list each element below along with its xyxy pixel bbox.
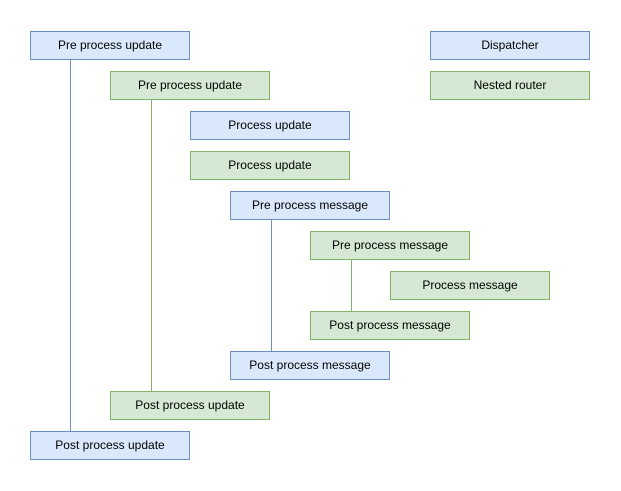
node-post-process-update-router[interactable]: Post process update (110, 391, 270, 420)
node-label: Post process update (135, 398, 245, 413)
node-label: Process update (228, 118, 312, 133)
node-label: Process update (228, 158, 312, 173)
node-pre-process-message-dispatcher[interactable]: Pre process message (230, 191, 390, 220)
connector-edge-router-message-span (351, 260, 352, 311)
node-post-process-message-dispatcher[interactable]: Post process message (230, 351, 390, 380)
node-process-message-router[interactable]: Process message (390, 271, 550, 300)
legend-item-label: Dispatcher (481, 38, 539, 53)
node-process-update-dispatcher[interactable]: Process update (190, 111, 350, 140)
node-process-update-router[interactable]: Process update (190, 151, 350, 180)
node-label: Pre process message (251, 198, 369, 213)
node-label: Pre process update (137, 78, 243, 93)
node-pre-process-message-router[interactable]: Pre process message (310, 231, 470, 260)
node-pre-process-update-dispatcher[interactable]: Pre process update (30, 31, 190, 60)
node-post-process-update-dispatcher[interactable]: Post process update (30, 431, 190, 460)
node-label: Post process message (329, 318, 451, 333)
legend-item-green[interactable]: Nested router (430, 71, 590, 100)
node-label: Post process update (55, 438, 165, 453)
legend-item-label: Nested router (473, 78, 547, 93)
connector-edge-dispatcher-update-span (70, 60, 71, 431)
node-label: Pre process update (57, 38, 163, 53)
node-label: Pre process message (331, 238, 449, 253)
node-pre-process-update-router[interactable]: Pre process update (110, 71, 270, 100)
node-label: Post process message (249, 358, 371, 373)
legend-item-blue[interactable]: Dispatcher (430, 31, 590, 60)
connector-edge-router-update-span (151, 100, 152, 391)
connector-edge-dispatcher-message-span (271, 220, 272, 351)
node-label: Process message (422, 278, 518, 293)
node-post-process-message-router[interactable]: Post process message (310, 311, 470, 340)
